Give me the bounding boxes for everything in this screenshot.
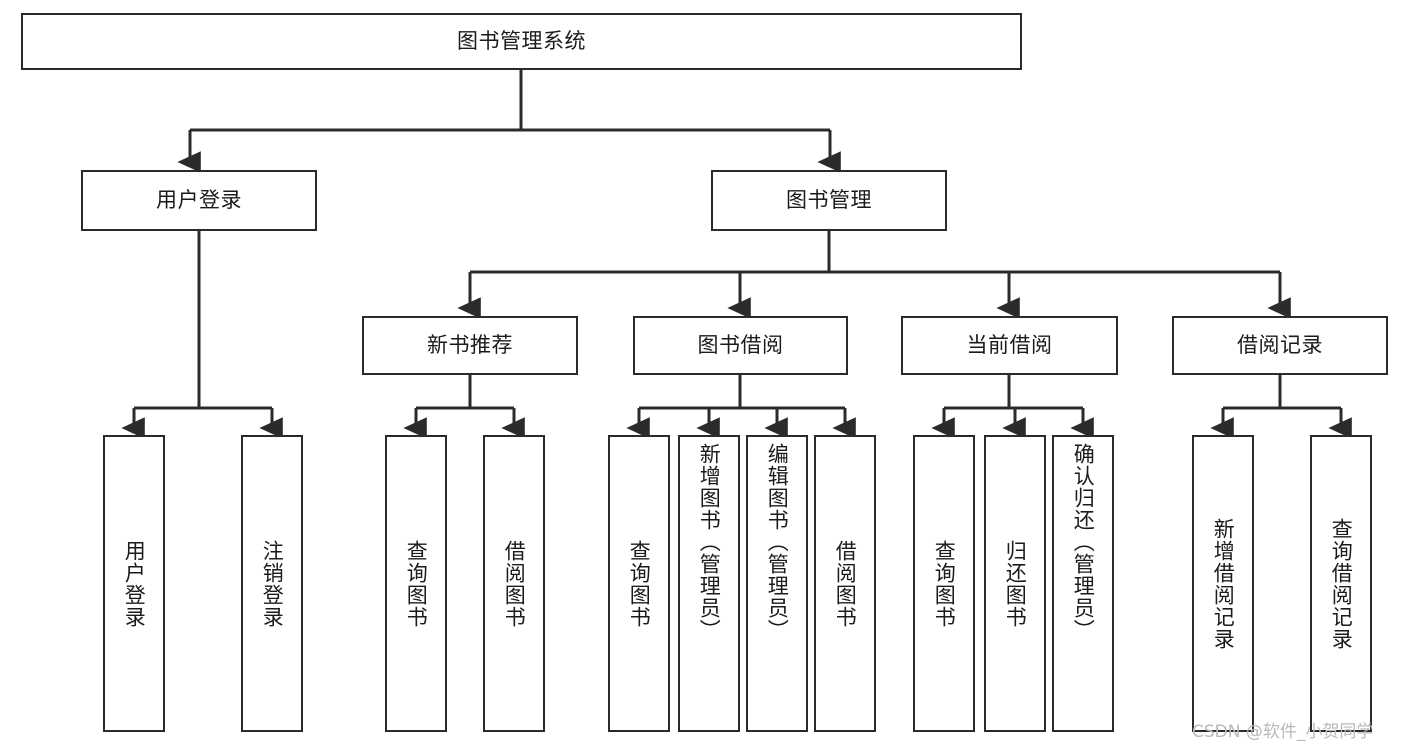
node-current-borrow[interactable]: 当前借阅 bbox=[901, 316, 1118, 375]
leaf-query-book-2[interactable]: 查询图书 bbox=[608, 435, 670, 732]
leaf-query-record-label: 查询借阅记录 bbox=[1329, 517, 1354, 650]
leaf-query-book-1[interactable]: 查询图书 bbox=[385, 435, 447, 732]
leaf-add-record[interactable]: 新增借阅记录 bbox=[1192, 435, 1254, 732]
node-root[interactable]: 图书管理系统 bbox=[21, 13, 1022, 70]
leaf-borrow-book-1[interactable]: 借阅图书 bbox=[483, 435, 545, 732]
edge-userlogin-bus bbox=[134, 231, 272, 410]
edge-borrowrecord-bus bbox=[1223, 375, 1341, 410]
leaf-query-book-2-label: 查询图书 bbox=[627, 539, 652, 628]
leaf-query-book-3[interactable]: 查询图书 bbox=[913, 435, 975, 732]
leaf-logout[interactable]: 注销登录 bbox=[241, 435, 303, 732]
node-root-label: 图书管理系统 bbox=[457, 29, 586, 54]
leaf-add-record-label: 新增借阅记录 bbox=[1211, 517, 1236, 650]
leaf-user-login[interactable]: 用户登录 bbox=[103, 435, 165, 732]
node-book-borrow[interactable]: 图书借阅 bbox=[633, 316, 848, 375]
leaf-add-book-label: 新增图书（管理员） bbox=[697, 443, 722, 641]
edge-newbook-bus bbox=[416, 375, 514, 410]
edge-bookmanage-bus bbox=[470, 231, 1280, 274]
leaf-borrow-book-2[interactable]: 借阅图书 bbox=[814, 435, 876, 732]
leaf-edit-book[interactable]: 编辑图书（管理员） bbox=[746, 435, 808, 732]
leaf-user-login-label: 用户登录 bbox=[122, 539, 147, 628]
node-user-login[interactable]: 用户登录 bbox=[81, 170, 317, 231]
leaf-return-book[interactable]: 归还图书 bbox=[984, 435, 1046, 732]
edge-currentborrow-bus bbox=[944, 375, 1083, 410]
leaf-confirm-return[interactable]: 确认归还（管理员） bbox=[1052, 435, 1114, 732]
node-book-manage-label: 图书管理 bbox=[786, 188, 872, 213]
csdn-watermark: CSDN @软件_小贺同学 bbox=[1192, 722, 1374, 742]
leaf-confirm-return-label: 确认归还（管理员） bbox=[1071, 443, 1096, 641]
node-user-login-label: 用户登录 bbox=[156, 188, 242, 213]
leaf-add-book[interactable]: 新增图书（管理员） bbox=[678, 435, 740, 732]
node-borrow-record-label: 借阅记录 bbox=[1237, 333, 1323, 358]
leaf-query-book-1-label: 查询图书 bbox=[404, 539, 429, 628]
node-borrow-record[interactable]: 借阅记录 bbox=[1172, 316, 1388, 375]
leaf-logout-label: 注销登录 bbox=[260, 539, 285, 628]
leaf-query-book-3-label: 查询图书 bbox=[932, 539, 957, 628]
node-new-book-recommend-label: 新书推荐 bbox=[427, 333, 513, 358]
node-book-manage[interactable]: 图书管理 bbox=[711, 170, 947, 231]
leaf-query-record[interactable]: 查询借阅记录 bbox=[1310, 435, 1372, 732]
node-current-borrow-label: 当前借阅 bbox=[966, 333, 1053, 358]
leaf-borrow-book-2-label: 借阅图书 bbox=[833, 539, 858, 628]
leaf-edit-book-label: 编辑图书（管理员） bbox=[765, 443, 790, 641]
edge-bookborrow-bus bbox=[639, 375, 845, 410]
leaf-borrow-book-1-label: 借阅图书 bbox=[502, 539, 527, 628]
node-new-book-recommend[interactable]: 新书推荐 bbox=[362, 316, 578, 375]
node-book-borrow-label: 图书借阅 bbox=[697, 333, 784, 358]
leaf-return-book-label: 归还图书 bbox=[1003, 539, 1028, 628]
edge-root-bus bbox=[190, 70, 830, 132]
